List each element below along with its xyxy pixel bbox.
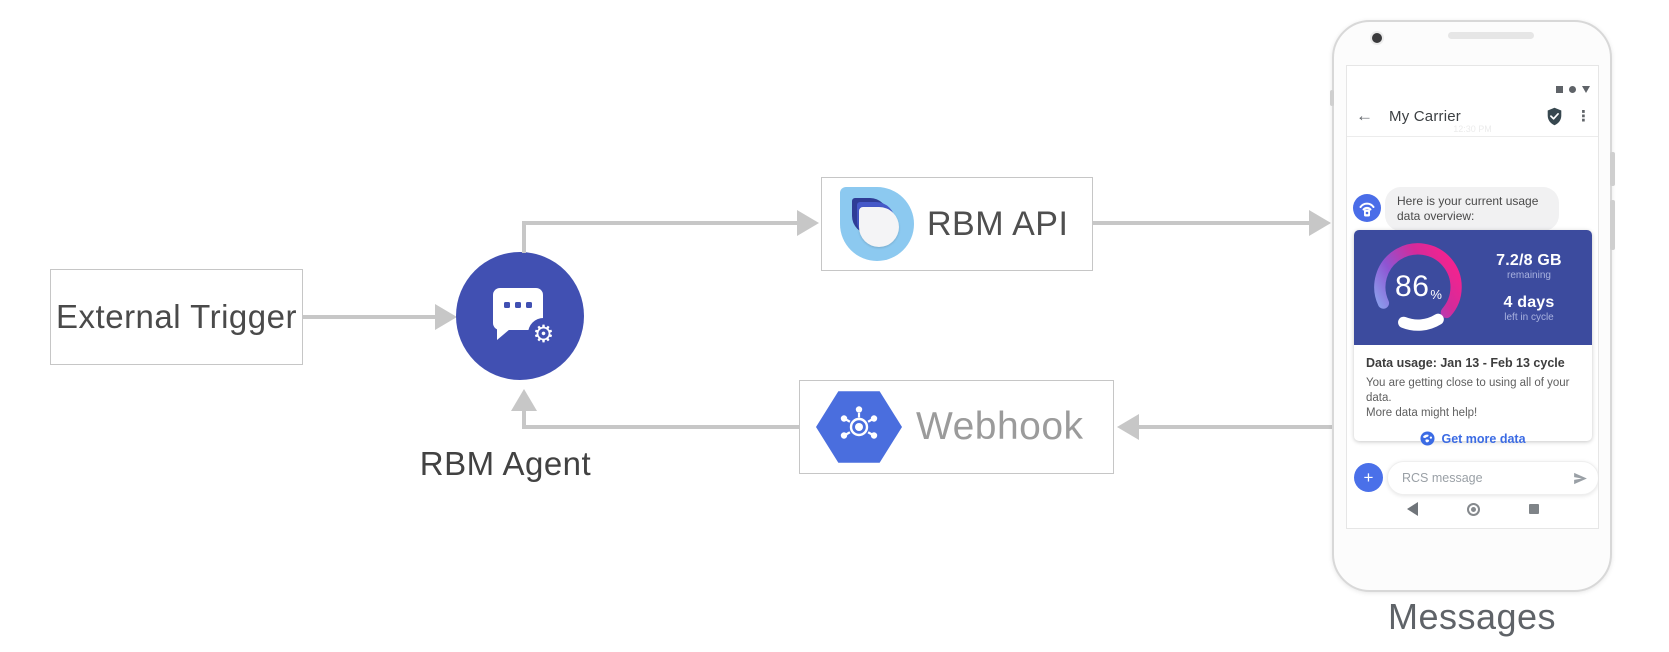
days-left-label: left in cycle bbox=[1504, 312, 1554, 323]
arrow-webhook-to-agent-line bbox=[522, 425, 799, 429]
gauge-percent-symbol: % bbox=[1430, 286, 1442, 302]
android-nav-bar bbox=[1347, 498, 1598, 520]
agent-message-line2: data overview: bbox=[1397, 209, 1475, 223]
speaker-slot bbox=[1448, 32, 1534, 39]
usage-card-body-line2: More data might help! bbox=[1366, 407, 1478, 419]
message-composer bbox=[1387, 461, 1598, 495]
arrow-phone-to-webhook-head bbox=[1117, 414, 1139, 440]
send-button[interactable] bbox=[1572, 470, 1589, 487]
status-bar-icons bbox=[1556, 86, 1590, 93]
usage-gauge: 86 % bbox=[1366, 235, 1470, 339]
rbm-agent-node: ⚙ bbox=[456, 252, 584, 380]
front-camera bbox=[1372, 33, 1382, 43]
webhook-hexagon-icon bbox=[816, 391, 902, 463]
data-remaining-label: remaining bbox=[1507, 270, 1551, 281]
agent-message-bubble: Here is your current usage data overview… bbox=[1385, 187, 1559, 231]
hub-spoke-icon bbox=[840, 406, 878, 439]
arrow-agent-to-api-vertical bbox=[522, 221, 526, 253]
phone-mockup: ← My Carrier ⋮ 12:30 PM bbox=[1330, 20, 1615, 592]
webhook-label: Webhook bbox=[916, 405, 1084, 448]
verified-shield-icon bbox=[1547, 107, 1562, 125]
arrow-api-to-phone-line bbox=[1093, 221, 1309, 225]
volume-button bbox=[1610, 200, 1615, 250]
globe-icon bbox=[1420, 431, 1435, 446]
usage-card-hero: 86 % 7.2/8 GB remaining 4 days left in c… bbox=[1354, 230, 1592, 345]
external-trigger-label: External Trigger bbox=[56, 298, 297, 335]
timestamp: 12:30 PM bbox=[1453, 124, 1492, 134]
send-icon bbox=[1574, 472, 1587, 484]
appbar-divider bbox=[1347, 136, 1598, 137]
rbm-agent-label: RBM Agent bbox=[419, 445, 592, 482]
nav-recents-button[interactable] bbox=[1528, 504, 1539, 514]
overflow-menu-icon[interactable]: ⋮ bbox=[1576, 108, 1591, 125]
nav-home-button[interactable] bbox=[1466, 502, 1480, 516]
rbm-api-node: RBM API bbox=[821, 177, 1093, 271]
arrow-webhook-to-agent-head bbox=[511, 389, 537, 411]
arrow-agent-to-api-line bbox=[522, 221, 797, 225]
usage-rich-card: 86 % 7.2/8 GB remaining 4 days left in c… bbox=[1354, 230, 1592, 446]
app-bar: ← My Carrier ⋮ bbox=[1347, 96, 1598, 136]
rbm-api-logo-icon bbox=[840, 187, 914, 261]
get-more-data-button[interactable]: Get more data bbox=[1366, 431, 1580, 446]
gauge-percent-value: 86 bbox=[1395, 270, 1430, 303]
agent-message-line1: Here is your current usage bbox=[1397, 194, 1539, 208]
rbm-api-label: RBM API bbox=[927, 204, 1069, 243]
arrow-webhook-to-agent-vertical bbox=[522, 410, 526, 429]
conversation-title: My Carrier bbox=[1389, 107, 1461, 125]
arrow-phone-to-webhook-line bbox=[1139, 425, 1334, 429]
days-left-value: 4 days bbox=[1503, 294, 1555, 311]
back-arrow-icon[interactable]: ← bbox=[1356, 106, 1373, 125]
chat-bubble-icon bbox=[493, 288, 543, 340]
phone-screen: ← My Carrier ⋮ 12:30 PM bbox=[1346, 65, 1599, 529]
chat-dots-icon bbox=[504, 302, 532, 330]
status-square-icon bbox=[1556, 86, 1563, 93]
usage-card-body-line1: You are getting close to using all of yo… bbox=[1366, 377, 1570, 404]
attach-plus-button[interactable]: + bbox=[1354, 463, 1383, 492]
external-trigger-node: External Trigger bbox=[50, 269, 303, 365]
arrow-api-to-phone-head bbox=[1309, 210, 1331, 236]
status-triangle-icon bbox=[1582, 86, 1590, 93]
status-circle-icon bbox=[1569, 86, 1576, 93]
sim-tray bbox=[1330, 90, 1334, 106]
usage-card-heading: Data usage: Jan 13 - Feb 13 cycle bbox=[1366, 356, 1565, 370]
power-button bbox=[1610, 152, 1615, 186]
arrow-trigger-to-agent-line bbox=[303, 315, 435, 319]
arrow-agent-to-api-head bbox=[797, 210, 819, 236]
agent-avatar bbox=[1353, 194, 1381, 222]
arrow-trigger-to-agent-head bbox=[435, 304, 457, 330]
data-remaining-value: 7.2/8 GB bbox=[1496, 252, 1562, 269]
webhook-node: Webhook bbox=[799, 380, 1114, 474]
gear-icon: ⚙ bbox=[528, 318, 559, 349]
messages-caption: Messages bbox=[1387, 596, 1557, 637]
get-more-data-label: Get more data bbox=[1441, 431, 1526, 446]
nav-back-button[interactable] bbox=[1406, 502, 1418, 516]
rcs-message-input[interactable] bbox=[1402, 471, 1572, 485]
